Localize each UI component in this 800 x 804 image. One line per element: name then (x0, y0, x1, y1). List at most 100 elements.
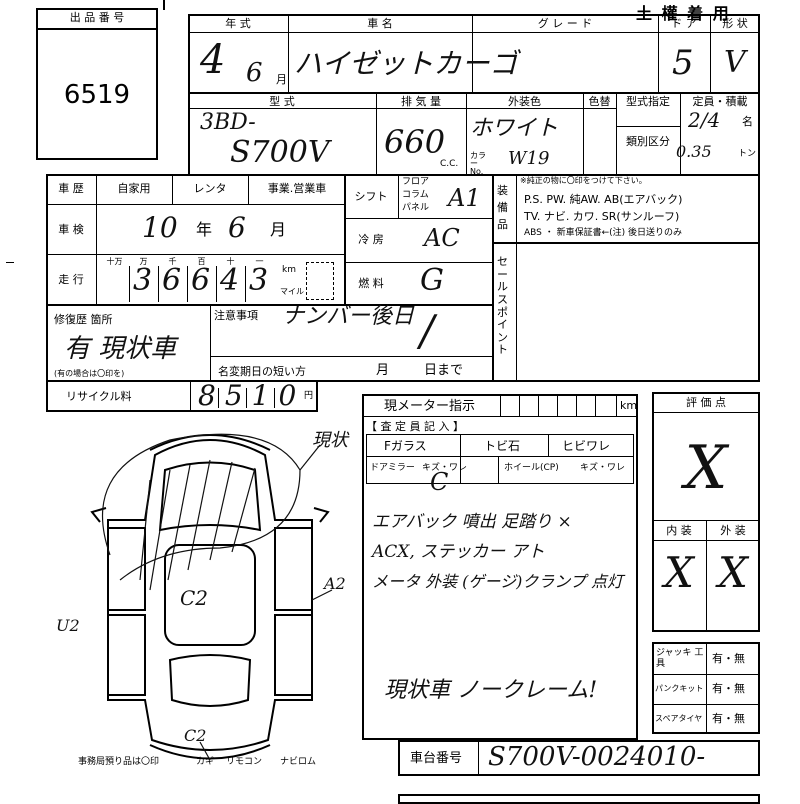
name-change-month: 月 (376, 363, 390, 378)
repair-value: 有 現状車 (64, 334, 177, 364)
diagram-lasso (101, 433, 301, 581)
evaluation-sub-col (706, 520, 707, 632)
shift-opt-floor: フロア (402, 177, 430, 187)
puncture-label: パンクキット (655, 684, 704, 693)
diagram-hatch-4 (187, 459, 211, 571)
mileage-digit: 3 (132, 263, 153, 298)
shift-opt-column: コラム (402, 190, 429, 200)
inspector-notes-4: 現状車 ノークレーム! (384, 678, 598, 703)
caution-label: 注意事項 (214, 309, 258, 322)
inspector-notes-3: メータ 外装 (ゲージ)クランプ 点灯 (372, 572, 623, 591)
displacement-value: 660 (384, 123, 446, 161)
history-label: 車 歴 (58, 182, 84, 195)
shift-label-col (398, 174, 399, 218)
capacity-label: 定員・積載 (692, 95, 748, 108)
color-no-label: カラー No. (470, 151, 486, 176)
chassis-block (398, 740, 760, 776)
diagram-door-right-rear (274, 614, 312, 696)
spare-label: スペアタイヤ (655, 714, 703, 723)
mileage-digit-label: 万 (139, 257, 148, 266)
meter-cell-divider (500, 394, 501, 416)
repair-col (210, 304, 211, 382)
name-change-label: 名変期日の短い方 (218, 365, 306, 378)
inspector-scratch-crack: キズ・ワレ (422, 463, 468, 473)
history-rule (46, 204, 346, 205)
inspector-door-mirror: ドアミラー (370, 463, 415, 473)
row2-div-4 (616, 92, 617, 176)
month-unit: 月 (276, 73, 287, 86)
row1-div-3 (658, 14, 659, 94)
shift-opt-panel: パネル (402, 203, 430, 213)
door-value: 5 (672, 43, 694, 83)
cooling-rule (344, 262, 494, 263)
recycle-value: 8510 (198, 379, 306, 412)
year-label: 年 式 (225, 17, 251, 30)
chassis-col (478, 740, 479, 776)
row1-div-4 (710, 14, 711, 94)
equipment-label-col (516, 174, 517, 244)
mileage-digit-label: 十 (226, 257, 235, 266)
mileage-digit-label: 一 (255, 257, 264, 266)
jack-value: 有・無 (712, 652, 745, 665)
mile-checkbox[interactable] (306, 262, 334, 300)
row1-div-2 (472, 14, 473, 94)
mileage-cell-divider (158, 266, 159, 302)
office-note: 事務局預り品は〇印 (78, 757, 160, 767)
margin-tick (6, 262, 14, 263)
office-navirom: ナビロム (280, 757, 317, 767)
equipment-line-1: P.S. PW. 純AW. AB(エアバック) (524, 193, 683, 206)
diagram-pointer-line-right (311, 589, 333, 601)
spare-value: 有・無 (712, 712, 745, 725)
header-title-right: 土 權 着 用 (636, 4, 731, 23)
equipment-note: ※純正の物に〇印をつけて下さい。 (520, 176, 647, 185)
equipment-line-3: ABS ・ 新車保証書←(注) 後日送りのみ (524, 228, 683, 238)
color-no-value: W19 (508, 148, 550, 169)
mileage-digit-label: 百 (197, 257, 206, 266)
history-opt-business: 事業.営業車 (267, 182, 327, 195)
sales-point-label: セールスポイント (497, 255, 508, 357)
recycle-block (46, 380, 318, 412)
fuel-label: 燃 料 (358, 277, 384, 290)
inspector-f-glass: Fガラス (384, 439, 427, 453)
office-remote: リモコン (226, 757, 263, 767)
lot-box-divider (36, 28, 158, 30)
lot-number: 6519 (63, 80, 131, 110)
equipment-line-2: TV. ナビ. カワ. SR(サンルーフ) (524, 210, 680, 223)
diagram-door-left-rear (108, 614, 146, 696)
row2-div-3 (583, 92, 584, 176)
inspector-notes-2: ACX, ステッカー アト (372, 542, 545, 562)
caution-stroke: / (420, 306, 435, 355)
diagram-hatch-2 (149, 469, 171, 591)
diagram-mirror-right (313, 507, 330, 523)
equipment-label: 装備品 (497, 184, 508, 232)
inspector-grid-col-1 (460, 434, 461, 484)
row1-header-rule (188, 32, 760, 33)
recycle-col (190, 380, 191, 412)
meter-rule (362, 416, 638, 417)
shaken-rule (46, 254, 346, 255)
exterior-color-value: ホワイト (470, 116, 559, 141)
shaken-label: 車 検 (58, 223, 84, 236)
row2-div-5 (680, 92, 681, 176)
inspector-grid-col-2 (548, 434, 549, 456)
diagram-rear-bumper (149, 744, 271, 760)
history-div-2 (248, 174, 249, 204)
diagram-hatch-5 (209, 461, 233, 561)
diagram-cabin (164, 544, 256, 646)
interior-value: X (664, 548, 694, 597)
capacity-value: 2/4 (688, 108, 721, 132)
history-opt-rental: レンタ (193, 182, 227, 195)
diagram-windshield (158, 461, 262, 532)
recycle-cell-divider (218, 388, 219, 408)
chassis-value: S700V-0024010- (488, 742, 706, 772)
jack-label: ジャッキ 工 具 (656, 648, 704, 669)
recycle-cell-divider (274, 388, 275, 408)
row1-div-1 (288, 14, 289, 94)
interior-label: 内 装 (666, 524, 692, 537)
diagram-mark-a2-left: U2 (56, 616, 80, 635)
lot-box (36, 8, 158, 160)
row2-div-2 (466, 92, 467, 176)
mileage-digit: 6 (190, 263, 211, 298)
mileage-cell-divider (187, 266, 188, 302)
